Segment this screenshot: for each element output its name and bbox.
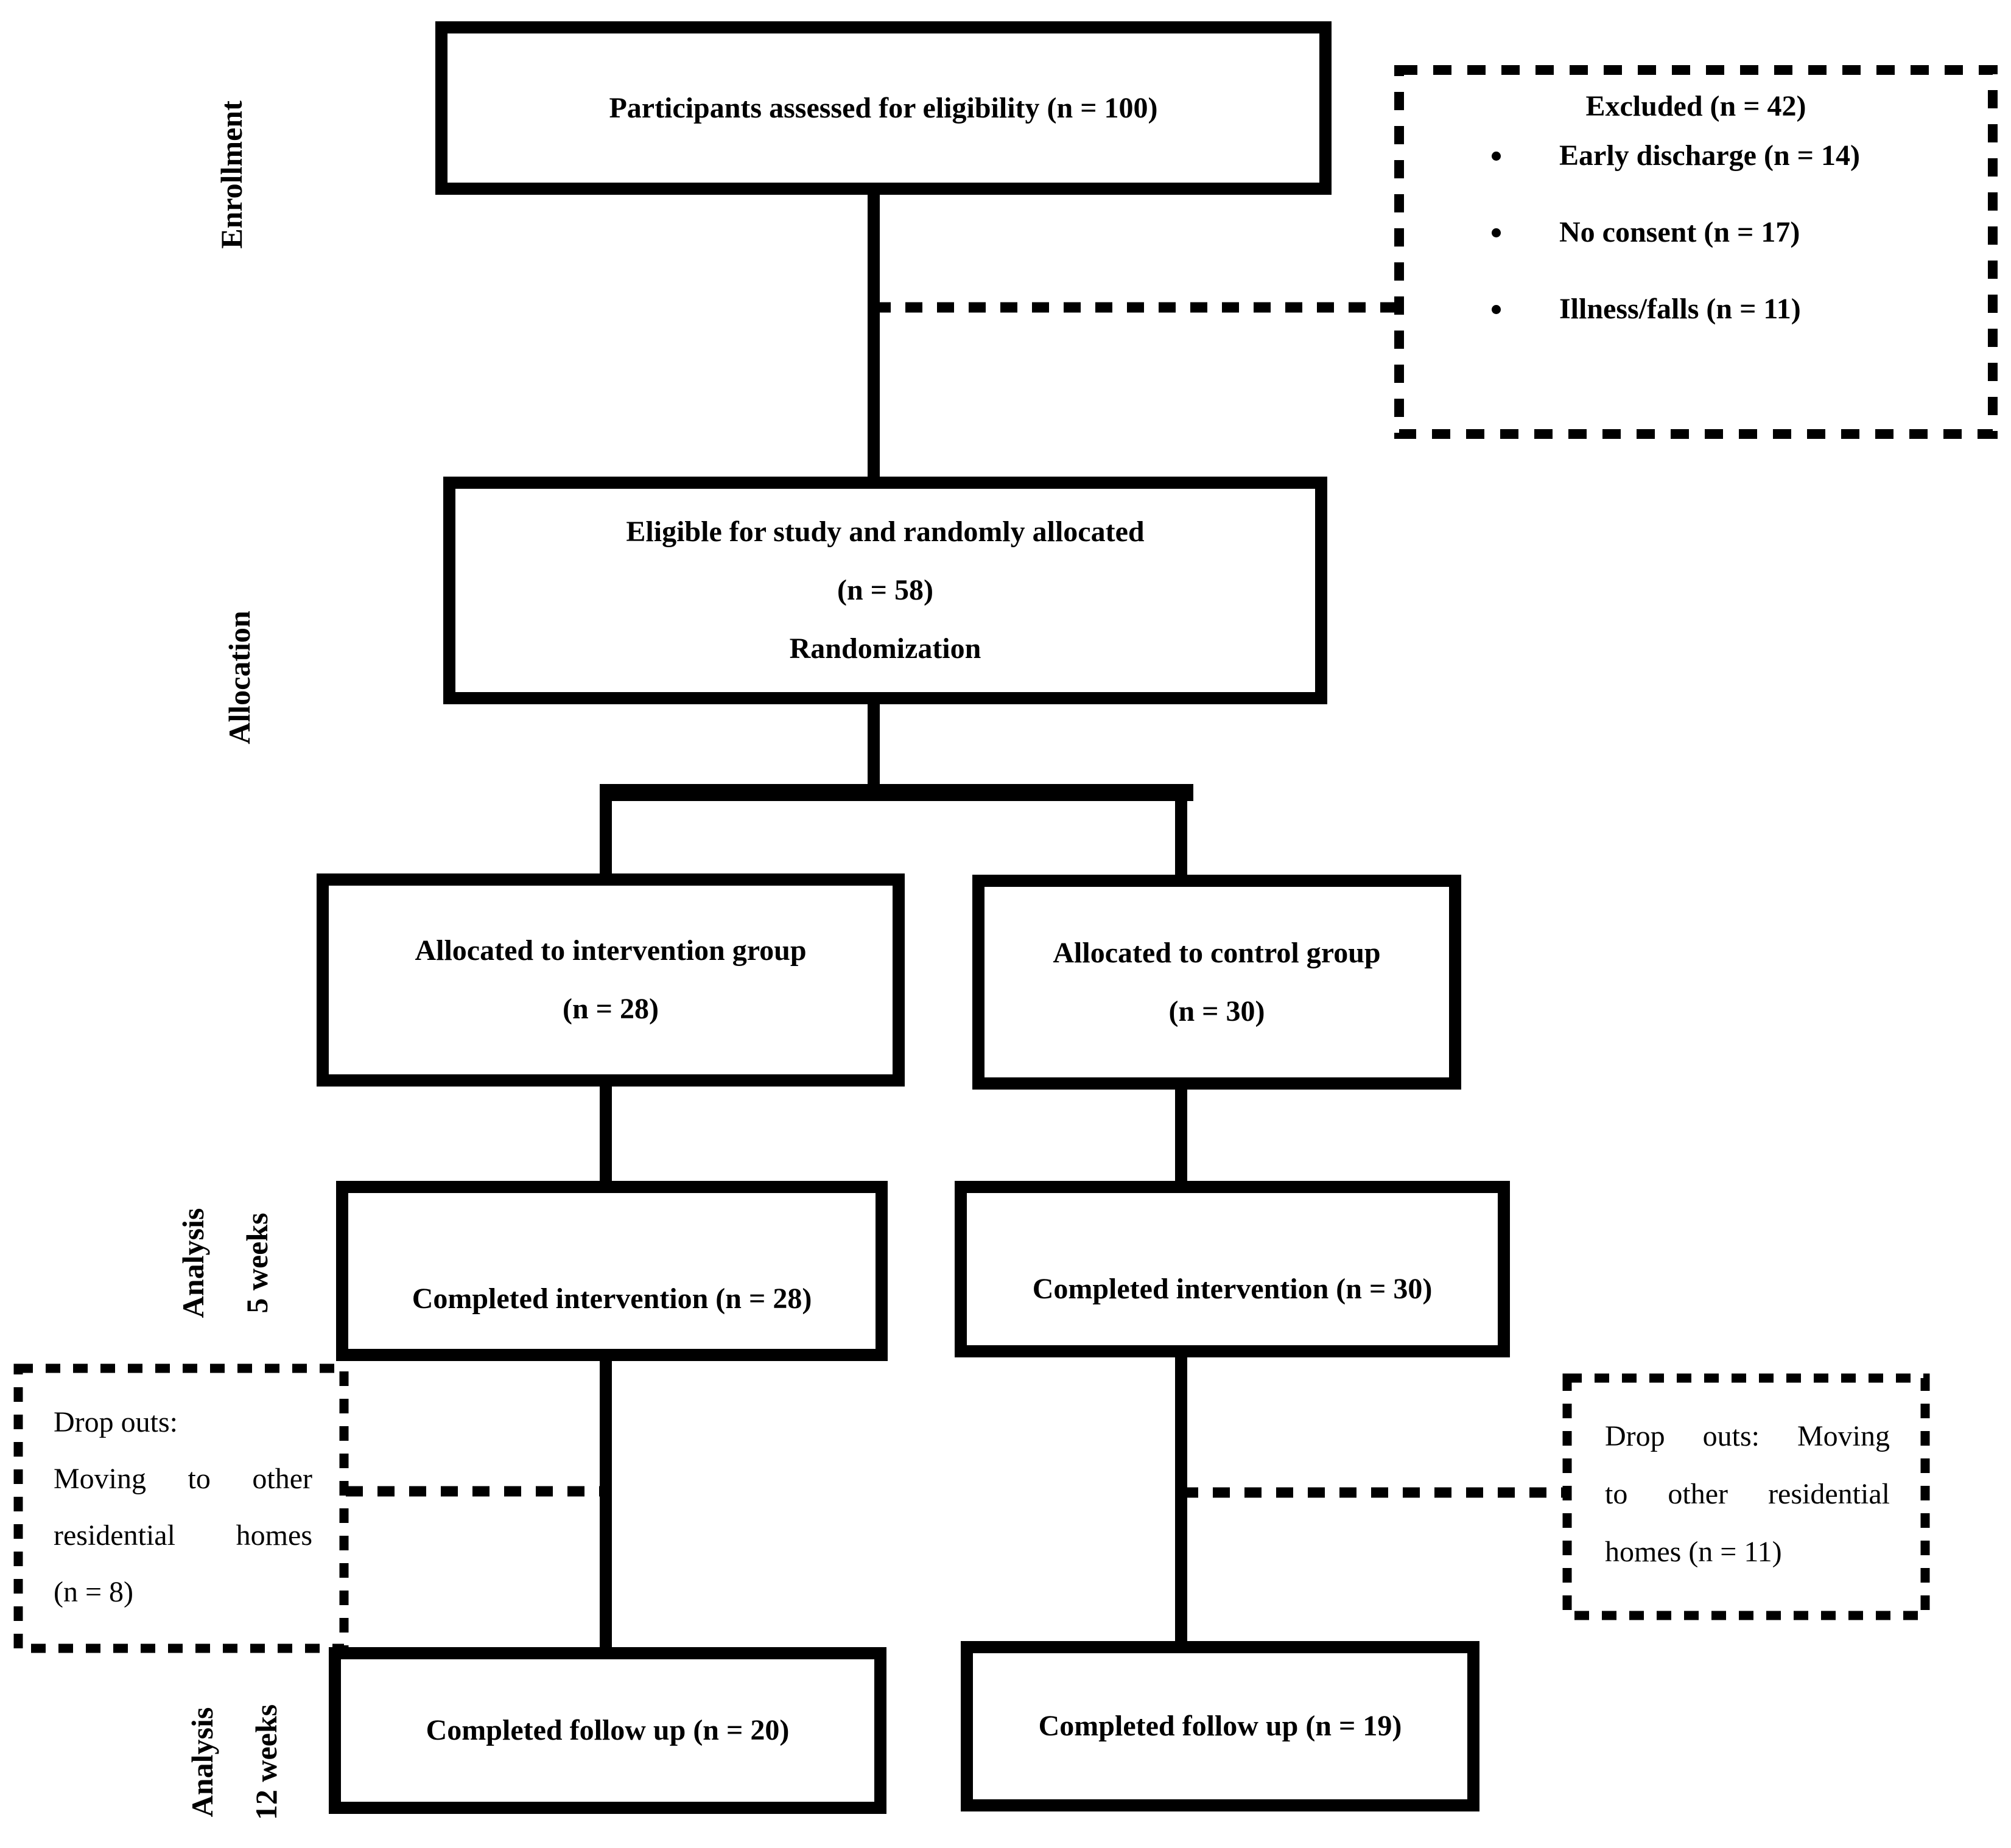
- stage-label-analysis-12-weeks-line1: Analysis: [185, 1707, 219, 1818]
- dropout-right-line2: to other residential: [1605, 1478, 1890, 1510]
- dropout-left-line1: Drop outs:: [54, 1406, 178, 1438]
- control-completed-box: Completed intervention (n = 30): [955, 1181, 1510, 1357]
- eligible-randomized-box: Eligible for study and randomly allocate…: [443, 477, 1327, 704]
- dropout-right-box-border: [1562, 1373, 1930, 1620]
- excluded-item-text: Early discharge (n = 14): [1559, 139, 1860, 172]
- excluded-item: Illness/falls (n = 11): [1492, 292, 1968, 327]
- eligible-randomized-line1: Eligible for study and randomly allocate…: [626, 516, 1145, 548]
- excluded-item-text: No consent (n = 17): [1559, 216, 1800, 248]
- excluded-box: Excluded (n = 42) Early discharge (n = 1…: [1399, 70, 1993, 434]
- dropout-left-line3: residential homes: [54, 1519, 312, 1552]
- eligible-randomized-line2: (n = 58): [837, 574, 933, 606]
- stage-label-analysis-12-weeks-line2: 12 weeks: [249, 1704, 283, 1821]
- control-allocation-box: Allocated to control group (n = 30): [972, 875, 1461, 1090]
- excluded-item-text: Illness/falls (n = 11): [1559, 293, 1801, 325]
- followup-left-box: Completed follow up (n = 20): [329, 1647, 886, 1814]
- dropout-right-line3: homes (n = 11): [1605, 1536, 1782, 1568]
- followup-right-box: Completed follow up (n = 19): [961, 1641, 1479, 1811]
- assessed-eligibility-box: Participants assessed for eligibility (n…: [435, 21, 1332, 195]
- excluded-title: Excluded (n = 42): [1585, 90, 1806, 122]
- bullet-icon: [1492, 304, 1501, 314]
- dropout-right-box: Drop outs: Moving to other residential h…: [1567, 1378, 1925, 1615]
- excluded-item: Early discharge (n = 14): [1492, 138, 1968, 173]
- stage-label-analysis-5-weeks-line1: Analysis: [176, 1208, 210, 1318]
- intervention-allocation-line1: Allocated to intervention group: [415, 934, 807, 967]
- bullet-icon: [1492, 151, 1501, 161]
- intervention-completed-text: Completed intervention (n = 28): [412, 1283, 812, 1315]
- excluded-item: No consent (n = 17): [1492, 215, 1968, 250]
- stage-label-enrollment-text: Enrollment: [214, 100, 248, 249]
- dropout-left-line4: (n = 8): [54, 1576, 134, 1608]
- control-allocation-line2: (n = 30): [1168, 995, 1265, 1027]
- stage-label-analysis-5-weeks-line2: 5 weeks: [240, 1213, 274, 1314]
- intervention-allocation-box: Allocated to intervention group (n = 28): [317, 873, 905, 1087]
- stage-label-allocation-text: Allocation: [222, 611, 256, 744]
- dropout-left-line2: Moving to other: [54, 1463, 312, 1495]
- intervention-completed-box: Completed intervention (n = 28): [336, 1181, 888, 1361]
- stage-label-enrollment: Enrollment: [195, 23, 268, 327]
- excluded-items: Early discharge (n = 14) No consent (n =…: [1423, 138, 1968, 327]
- stage-label-allocation: Allocation: [203, 525, 276, 830]
- control-completed-text: Completed intervention (n = 30): [1032, 1273, 1433, 1305]
- followup-right-text: Completed follow up (n = 19): [1038, 1710, 1402, 1742]
- intervention-allocation-line2: (n = 28): [562, 993, 659, 1025]
- bullet-icon: [1492, 228, 1501, 237]
- dropout-right-line1: Drop outs: Moving: [1605, 1420, 1890, 1452]
- control-allocation-line1: Allocated to control group: [1053, 936, 1381, 969]
- dropout-left-box-border: [13, 1363, 349, 1653]
- eligible-randomized-line3: Randomization: [789, 632, 981, 665]
- followup-left-text: Completed follow up (n = 20): [426, 1714, 790, 1746]
- dropout-left-box: Drop outs: Moving to other residential h…: [18, 1368, 344, 1648]
- assessed-eligibility-text: Participants assessed for eligibility (n…: [609, 91, 1158, 124]
